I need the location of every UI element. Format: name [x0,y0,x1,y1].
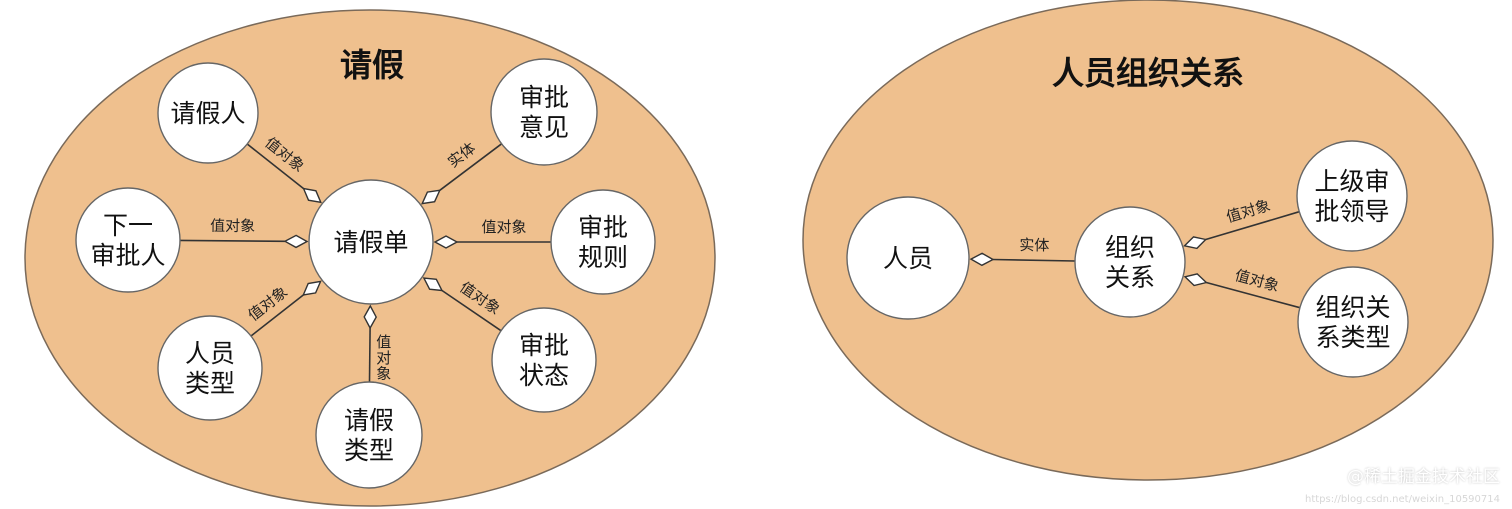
node-circle [75,187,181,293]
edge-approval-rule-leave-form: 值对象 [433,218,551,249]
aggregation-diamond-icon [433,235,459,249]
aggregation-diamond-icon [1183,273,1208,287]
node-label: 组织关 [1315,293,1390,322]
aggregation-diamond-icon [302,187,322,204]
node-circle [1297,266,1409,378]
edge-next-approver-leave-form: 值对象 [179,217,309,249]
edge-line [1206,281,1301,309]
node-label: 状态 [519,361,569,390]
node-label: 人员 [185,339,235,368]
aggregation-diamond-icon [421,189,441,205]
org-nodes: 人员组织关系上级审批领导组织关系类型 [846,140,1409,378]
aggregation-diamond-icon [1183,236,1208,250]
node-label: 下一 [103,211,153,240]
node-label: 批领导 [1314,197,1389,226]
node-label: 组织 [1105,233,1155,262]
edge-leave-type-leave-form: 值对象 [363,304,391,383]
leave-title: 请假 [340,46,404,84]
edge-line [439,143,503,191]
edge-line [368,327,371,383]
edge-label: 值对象 [481,218,526,236]
org-title: 人员组织关系 [1052,54,1244,92]
node-label: 关系 [1105,263,1155,292]
node-circle [157,315,263,421]
aggregation-diamond-icon [969,252,995,267]
node-circle [1074,206,1186,318]
aggregation-diamond-icon [302,280,322,296]
node-circle [308,179,434,305]
node-label: 审批人 [90,241,165,270]
edge-label: 实体 [1019,236,1049,255]
node-label: 审批 [578,213,628,242]
aggregation-diamond-icon [422,277,444,292]
node-label: 请假 [344,406,394,435]
edge-line [992,258,1076,262]
edge-approval-opinion-leave-form: 实体 [421,139,503,205]
node-circle [315,381,423,489]
node-circle [550,189,656,295]
node-circle [490,58,598,166]
node-label: 上级审 [1314,167,1389,196]
node-person: 人员 [846,196,970,320]
node-label: 意见 [519,113,569,142]
watermark-url: https://blog.csdn.net/weixin_10590714 [1304,494,1500,505]
edge-line [246,143,305,190]
node-circle [491,307,597,413]
node-org-relation: 组织关系 [1074,206,1186,318]
node-circle [157,62,259,164]
node-label: 审批 [519,331,569,360]
node-label: 类型 [344,436,394,465]
edge-org-relation-person: 实体 [969,236,1076,267]
node-label: 系类型 [1315,323,1390,352]
node-label: 请假单 [333,228,408,257]
node-circle [1296,140,1408,252]
node-leave-form: 请假单 [308,179,434,305]
node-circle [846,196,970,320]
edge-line [1205,210,1300,241]
edge-line [441,289,502,332]
node-label: 规则 [578,243,628,272]
edge-line [250,294,304,337]
node-label: 请假人 [170,99,245,128]
node-label: 类型 [185,369,235,398]
node-label: 人员 [883,244,933,273]
diagram-org: 人员组织关系 实体值对象值对象 人员组织关系上级审批领导组织关系类型 [802,0,1494,481]
aggregation-diamond-icon [283,234,309,249]
edge-line [179,239,286,243]
node-label: 审批 [519,83,569,112]
node-applicant: 请假人 [157,62,259,164]
edge-label: 值对象 [210,217,255,235]
watermark: @稀土掘金技术社区 [1347,467,1500,487]
diagram-leave: 请假 值对象实体值对象值对象值对象值对象值对象 请假单请假人审批意见下一审批人审… [24,9,716,507]
aggregation-diamond-icon [363,304,377,330]
edge-label: 值对象 [376,333,391,383]
